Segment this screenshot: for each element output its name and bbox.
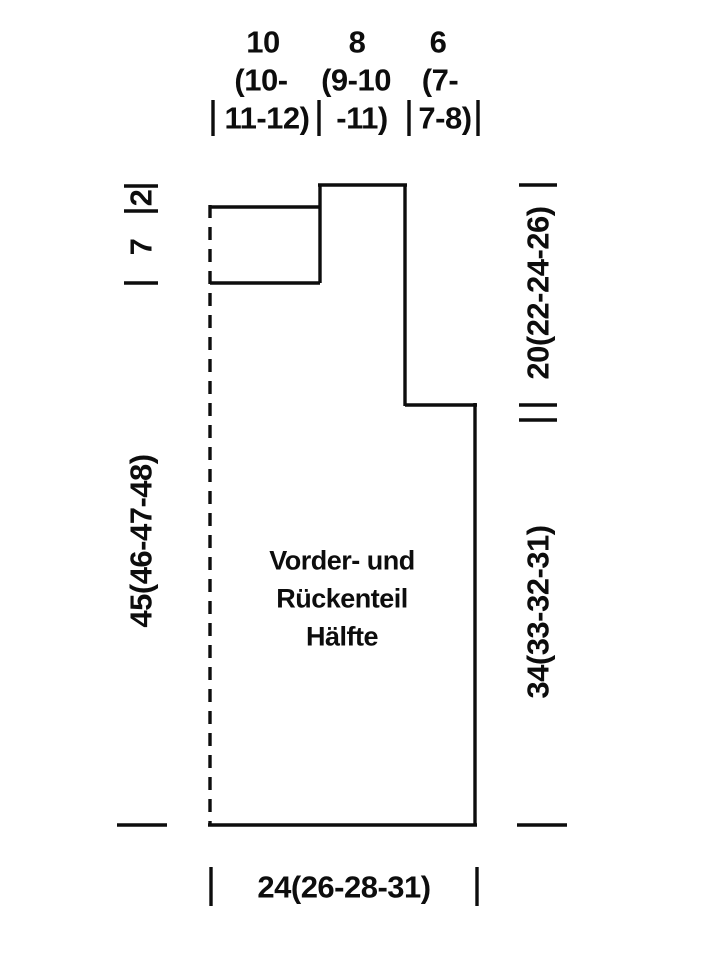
right-measure-lower: 34(33-32-31): [520, 525, 556, 699]
left-measure-back-neck-depth: 2: [123, 189, 159, 207]
top-measure-neck-sub2: 11-12): [224, 100, 310, 136]
pattern-outline: [208, 183, 477, 827]
top-measure-neck-main: 10: [246, 24, 280, 60]
bottom-measure-width: 24(26-28-31): [257, 869, 431, 905]
top-measure-shoulder-main: 8: [348, 24, 366, 60]
left-measure-length: 45(46-47-48): [123, 454, 159, 628]
piece-label-line-2: Rückenteil: [276, 583, 408, 614]
left-measure-front-neck-depth: 7: [123, 238, 159, 256]
right-measure-upper: 20(22-24-26): [520, 206, 556, 380]
piece-label-line-1: Vorder- und: [269, 545, 415, 576]
top-measure-armhole-sub2: 7-8): [418, 100, 472, 136]
top-measure-neck-sub1: (10-: [234, 62, 288, 98]
top-measure-armhole-main: 6: [429, 24, 447, 60]
top-measure-shoulder-sub2: -11): [336, 100, 388, 136]
top-measure-shoulder-sub1: (9-10: [321, 62, 391, 98]
measurement-ticks: [117, 100, 567, 906]
piece-label-line-3: Hälfte: [305, 621, 379, 652]
top-measure-armhole-sub1: (7-: [421, 62, 459, 98]
